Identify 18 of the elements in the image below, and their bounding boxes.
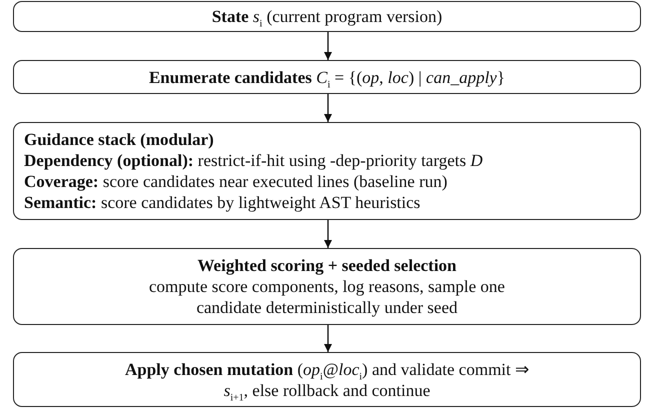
arrow — [324, 220, 332, 248]
process-box — [13, 122, 641, 220]
process-box — [13, 1, 641, 32]
box-text: Apply chosen mutation (op$_{i}$@loc$_{i}$) and validate commit ⇒ s$_{i+1}$, else rollback and continue — [124, 358, 530, 400]
process-box — [13, 248, 641, 325]
box-text: Semantic: score candidates by lightweight AST heuristics — [24, 192, 420, 213]
box-heading: Weighted scoring + seeded selection — [198, 255, 456, 276]
arrow — [324, 32, 332, 60]
process-box — [13, 352, 641, 407]
box-text: Coverage: score candidates near executed lines (baseline run) — [24, 171, 448, 192]
box-heading: Guidance stack (modular) — [24, 129, 214, 150]
arrow — [324, 94, 332, 122]
box-text: State s$_{i}$ (current program version) — [212, 6, 442, 27]
box-text: compute score components, log reasons, sample one candidate deterministically under seed — [148, 276, 506, 318]
box-text: Dependency (optional): restrict-if-hit using -dep-priority targets D — [24, 150, 483, 171]
process-box — [13, 60, 641, 94]
box-text: Enumerate candidates C$_{i}$ = {(op, loc) | can_apply} — [148, 66, 506, 88]
arrow — [324, 325, 332, 352]
